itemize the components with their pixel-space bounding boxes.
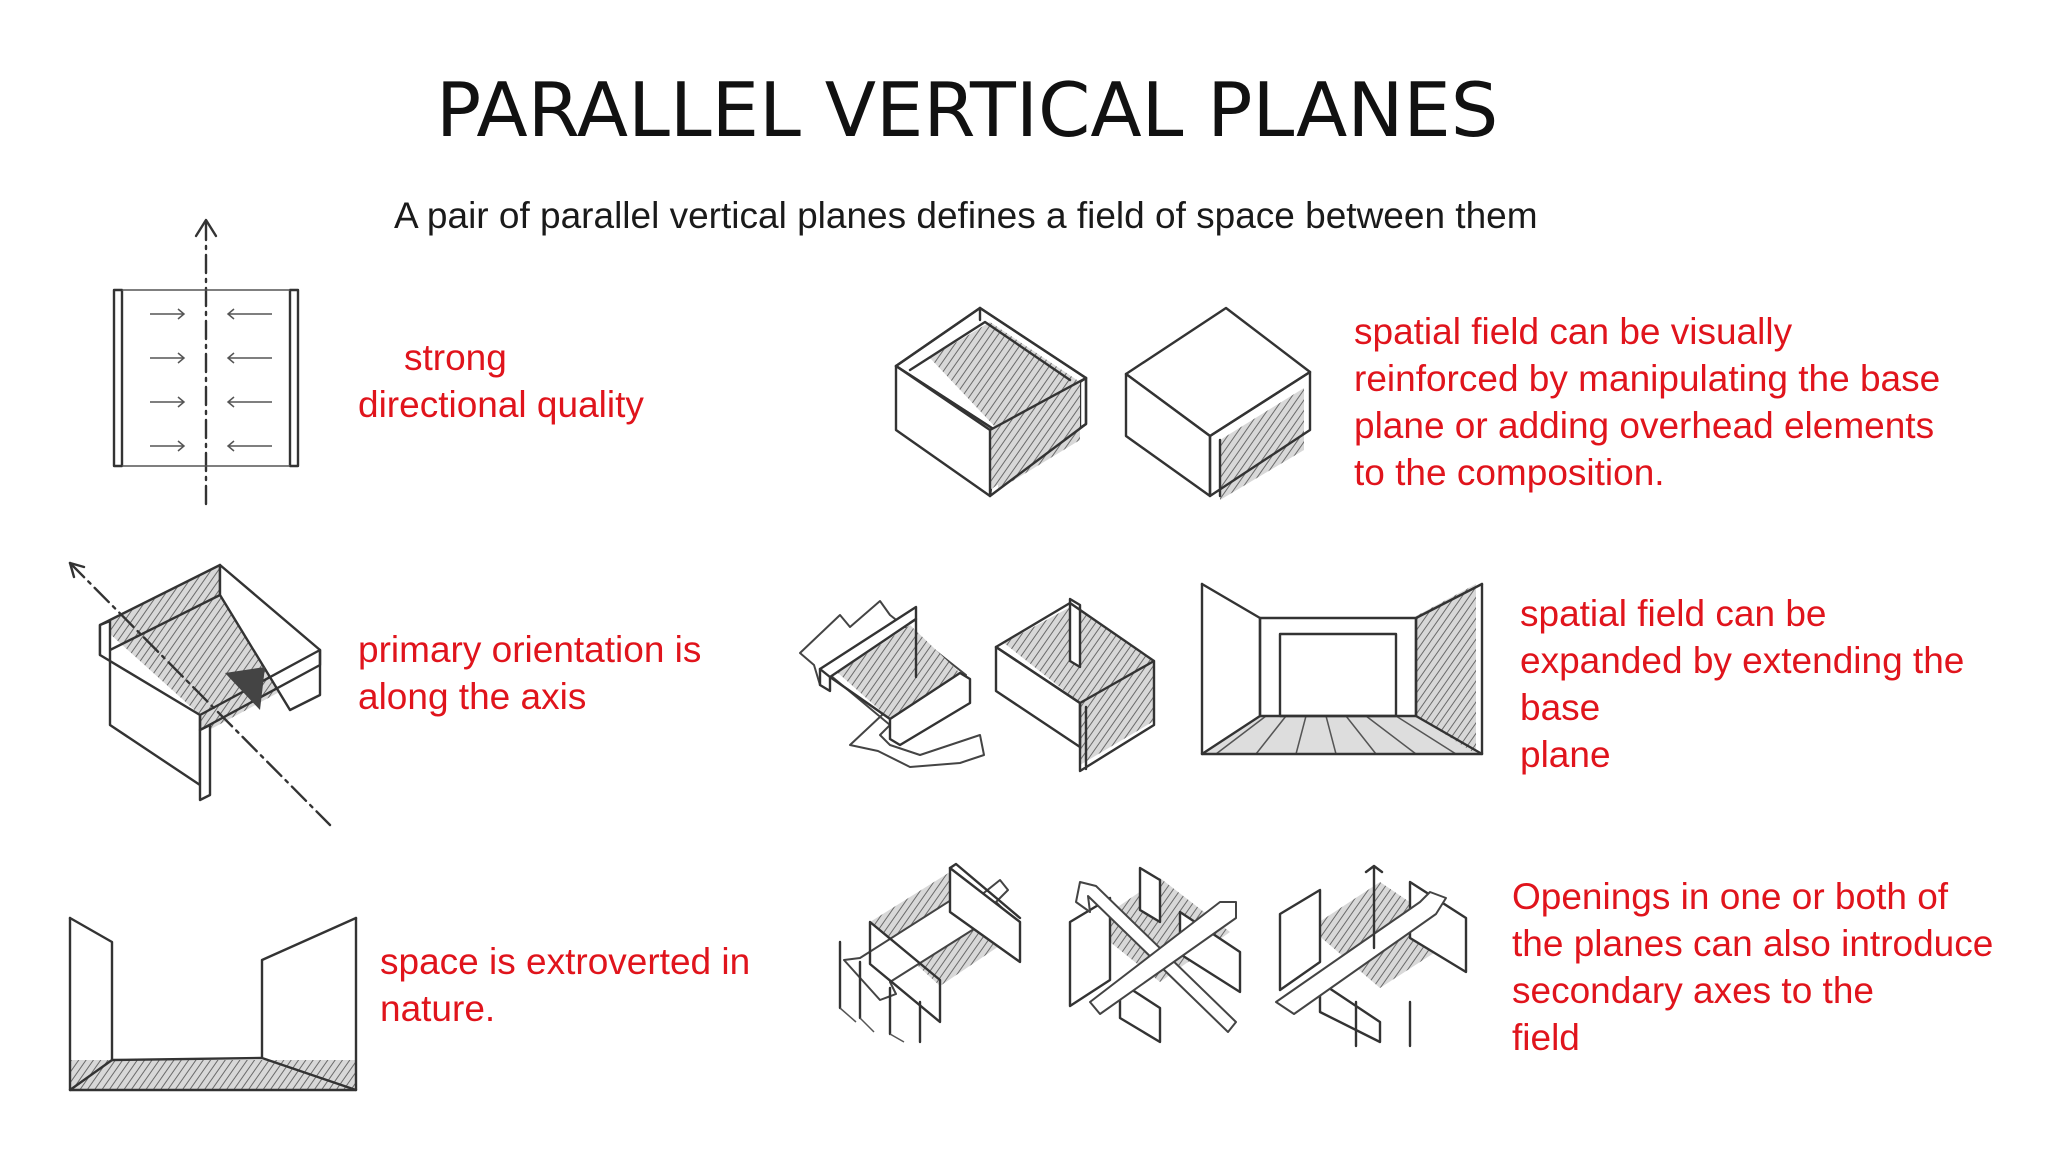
- caption-openings: Openings in one or both of the planes ca…: [1512, 876, 1994, 1058]
- page-title: PARALLEL VERTICAL PLANES: [436, 66, 1499, 154]
- extroverted-space-sketch: [68, 916, 358, 1092]
- openings-sketch-1: [838, 862, 1022, 1044]
- plan-directional-sketch: [112, 218, 300, 512]
- page-subtitle: A pair of parallel vertical planes defin…: [394, 195, 1538, 236]
- caption-expanded: spatial field can be expanded by extendi…: [1520, 593, 1965, 775]
- expanded-perspective-sketch: [1200, 582, 1484, 756]
- caption-visually-reinforced: spatial field can be visually reinforced…: [1354, 311, 1941, 493]
- expanded-base-arrows-sketch: [799, 600, 985, 768]
- reinforced-boxes-sketch: [894, 306, 1312, 500]
- caption-primary-orientation: primary orientation is along the axis: [358, 629, 702, 717]
- caption-extroverted: space is extroverted in nature.: [380, 941, 751, 1029]
- expanded-base-box-sketch: [994, 597, 1156, 773]
- openings-sketch-3: [1275, 864, 1468, 1048]
- openings-sketch-2: [1068, 866, 1242, 1044]
- caption-directional-quality: strong directional quality: [358, 337, 644, 425]
- axis-orientation-sketch: [68, 561, 332, 827]
